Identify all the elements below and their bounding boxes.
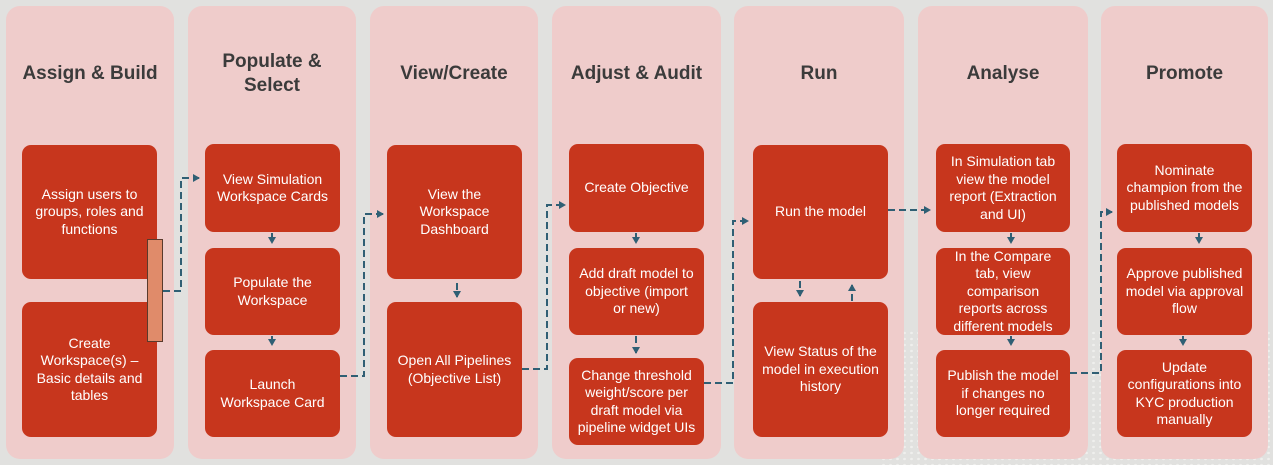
step-label: Populate the Workspace xyxy=(233,274,312,308)
step-box: In the Compare tab, view comparison repo… xyxy=(936,248,1070,335)
step-box: Add draft model to objective (import or … xyxy=(569,248,704,335)
step-box: In Simulation tab view the model report … xyxy=(936,144,1070,232)
step-box: Approve published model via approval flo… xyxy=(1117,248,1252,335)
step-box: Nominate champion from the published mod… xyxy=(1117,144,1252,232)
column-title: Assign & Build xyxy=(22,63,158,84)
step-box: Open All Pipelines (Objective List) xyxy=(387,302,522,437)
step-label: In Simulation tab view the model report … xyxy=(949,153,1057,222)
step-box: Assign users to groups, roles and functi… xyxy=(22,145,157,279)
step-box: View Simulation Workspace Cards xyxy=(205,144,340,232)
step-label: Approve published model via approval flo… xyxy=(1125,265,1244,317)
step-box: Change threshold weight/score per draft … xyxy=(569,358,704,445)
step-box: View Status of the model in execution hi… xyxy=(753,302,888,437)
step-label: In the Compare tab, view comparison repo… xyxy=(953,247,1053,334)
step-box: View the Workspace Dashboard xyxy=(387,145,522,279)
step-box: Create Workspace(s) – Basic details and … xyxy=(22,302,157,437)
step-label: Add draft model to objective (import or … xyxy=(579,265,694,317)
column-title: Analyse xyxy=(966,63,1040,84)
step-label: Change threshold weight/score per draft … xyxy=(577,366,696,436)
step-label: Run the model xyxy=(774,203,867,220)
step-label: View Status of the model in execution hi… xyxy=(762,343,879,395)
step-label: View the Workspace Dashboard xyxy=(419,185,490,237)
column-title: Populate & Select xyxy=(222,51,322,96)
step-box: Run the model xyxy=(753,145,888,279)
step-label: Open All Pipelines (Objective List) xyxy=(397,352,512,386)
step-label: Publish the model if changes no longer r… xyxy=(947,367,1059,419)
step-label: Assign users to groups, roles and functi… xyxy=(35,185,144,237)
step-label: Create Objective xyxy=(584,179,689,196)
column-title: Run xyxy=(800,63,838,84)
connector-bar xyxy=(147,239,163,342)
step-box: Launch Workspace Card xyxy=(205,350,340,437)
step-box: Create Objective xyxy=(569,144,704,232)
step-box: Populate the Workspace xyxy=(205,248,340,335)
column-title: Adjust & Audit xyxy=(570,63,703,84)
step-label: Nominate champion from the published mod… xyxy=(1126,161,1243,213)
step-label: Create Workspace(s) – Basic details and … xyxy=(36,334,143,404)
step-box: Update configurations into KYC productio… xyxy=(1117,350,1252,437)
step-label: View Simulation Workspace Cards xyxy=(216,170,328,205)
column-title: View/Create xyxy=(400,63,508,84)
step-label: Launch Workspace Card xyxy=(220,376,325,410)
step-label: Update configurations into KYC productio… xyxy=(1127,358,1242,428)
column-title: Promote xyxy=(1145,63,1224,84)
step-box: Publish the model if changes no longer r… xyxy=(936,350,1070,437)
